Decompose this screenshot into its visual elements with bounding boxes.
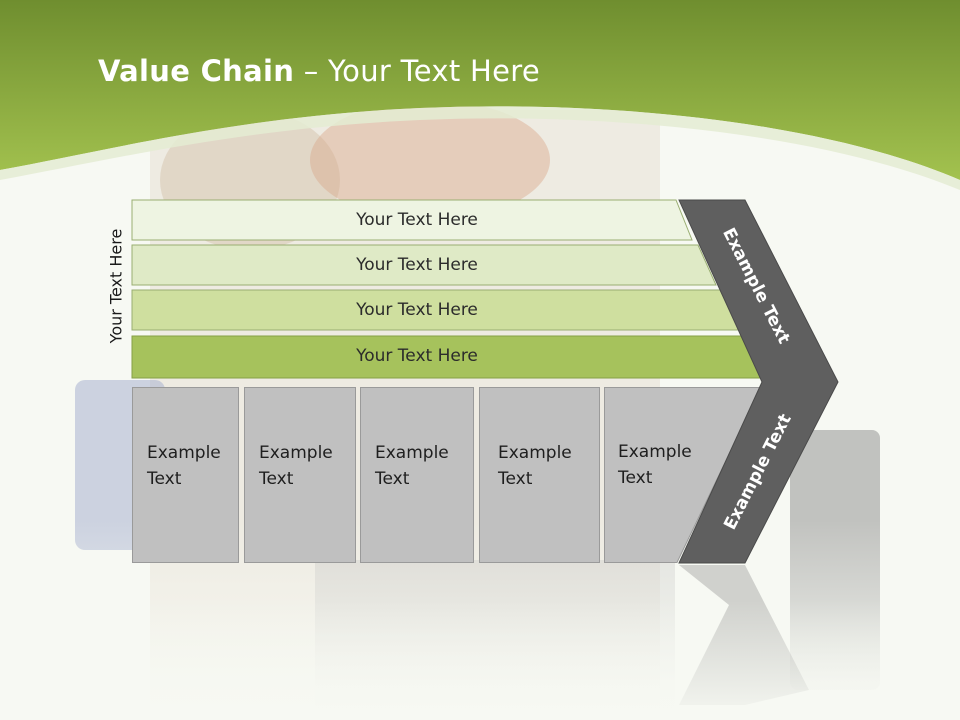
bottom-fade bbox=[0, 600, 960, 720]
box-text-line2: Text bbox=[147, 469, 182, 489]
box-text-line1: Example bbox=[375, 443, 449, 463]
support-row-label: Your Text Here bbox=[356, 210, 478, 230]
slide-title-rest: – Your Text Here bbox=[294, 54, 540, 88]
box-text-line1: Example bbox=[147, 443, 221, 463]
support-row-label: Your Text Here bbox=[356, 346, 478, 366]
box-text-line2: Text bbox=[498, 469, 533, 489]
primary-box-5-shape bbox=[604, 387, 762, 563]
box-text-line1: Example bbox=[618, 442, 692, 462]
box-text-line2: Text bbox=[618, 468, 653, 488]
box-text-line2: Text bbox=[375, 469, 410, 489]
box-text-line1: Example bbox=[259, 443, 333, 463]
box-text-line2: Text bbox=[259, 469, 294, 489]
support-row-label: Your Text Here bbox=[356, 255, 478, 275]
box-text-line1: Example bbox=[498, 443, 572, 463]
support-row-label: Your Text Here bbox=[356, 300, 478, 320]
slide-title-bold: Value Chain bbox=[98, 54, 295, 88]
slide-title: Value Chain – Your Text Here bbox=[98, 54, 540, 88]
header-band bbox=[0, 0, 960, 190]
